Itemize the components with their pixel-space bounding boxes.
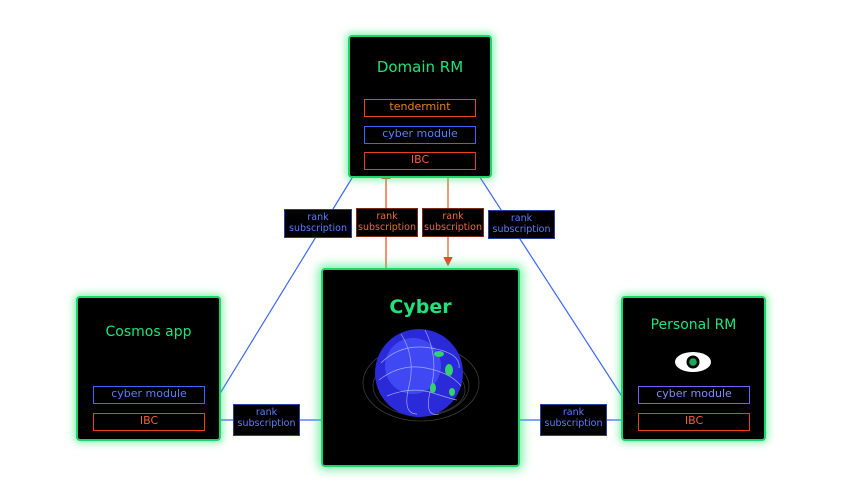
- ibc-module: IBC: [364, 152, 476, 170]
- cosmos-app-title: Cosmos app: [105, 324, 192, 340]
- cyber-module: cyber module: [364, 126, 476, 144]
- domain-rm-node: Domain RM tendermint cyber module IBC: [348, 35, 492, 178]
- ibc-module: IBC: [638, 413, 750, 431]
- tendermint-module: tendermint: [364, 99, 476, 117]
- eye-icon: [675, 352, 711, 372]
- cyber-sphere-icon: [362, 329, 480, 422]
- cyber-title: Cyber: [389, 296, 452, 318]
- edge-domain-to-personal: [471, 164, 638, 421]
- personal-rm-title: Personal RM: [650, 317, 737, 333]
- cosmos-app-node: Cosmos app cyber module IBC: [76, 296, 221, 441]
- domain-rm-title: Domain RM: [376, 58, 464, 76]
- ibc-module: IBC: [93, 413, 205, 431]
- edge-domain-to-cosmos: [203, 164, 361, 421]
- cyber-module: cyber module: [93, 386, 205, 404]
- cyber-node: Cyber: [321, 268, 520, 467]
- personal-rm-node: Personal RM cyber module IBC: [621, 296, 766, 441]
- cyber-module: cyber module: [638, 386, 750, 404]
